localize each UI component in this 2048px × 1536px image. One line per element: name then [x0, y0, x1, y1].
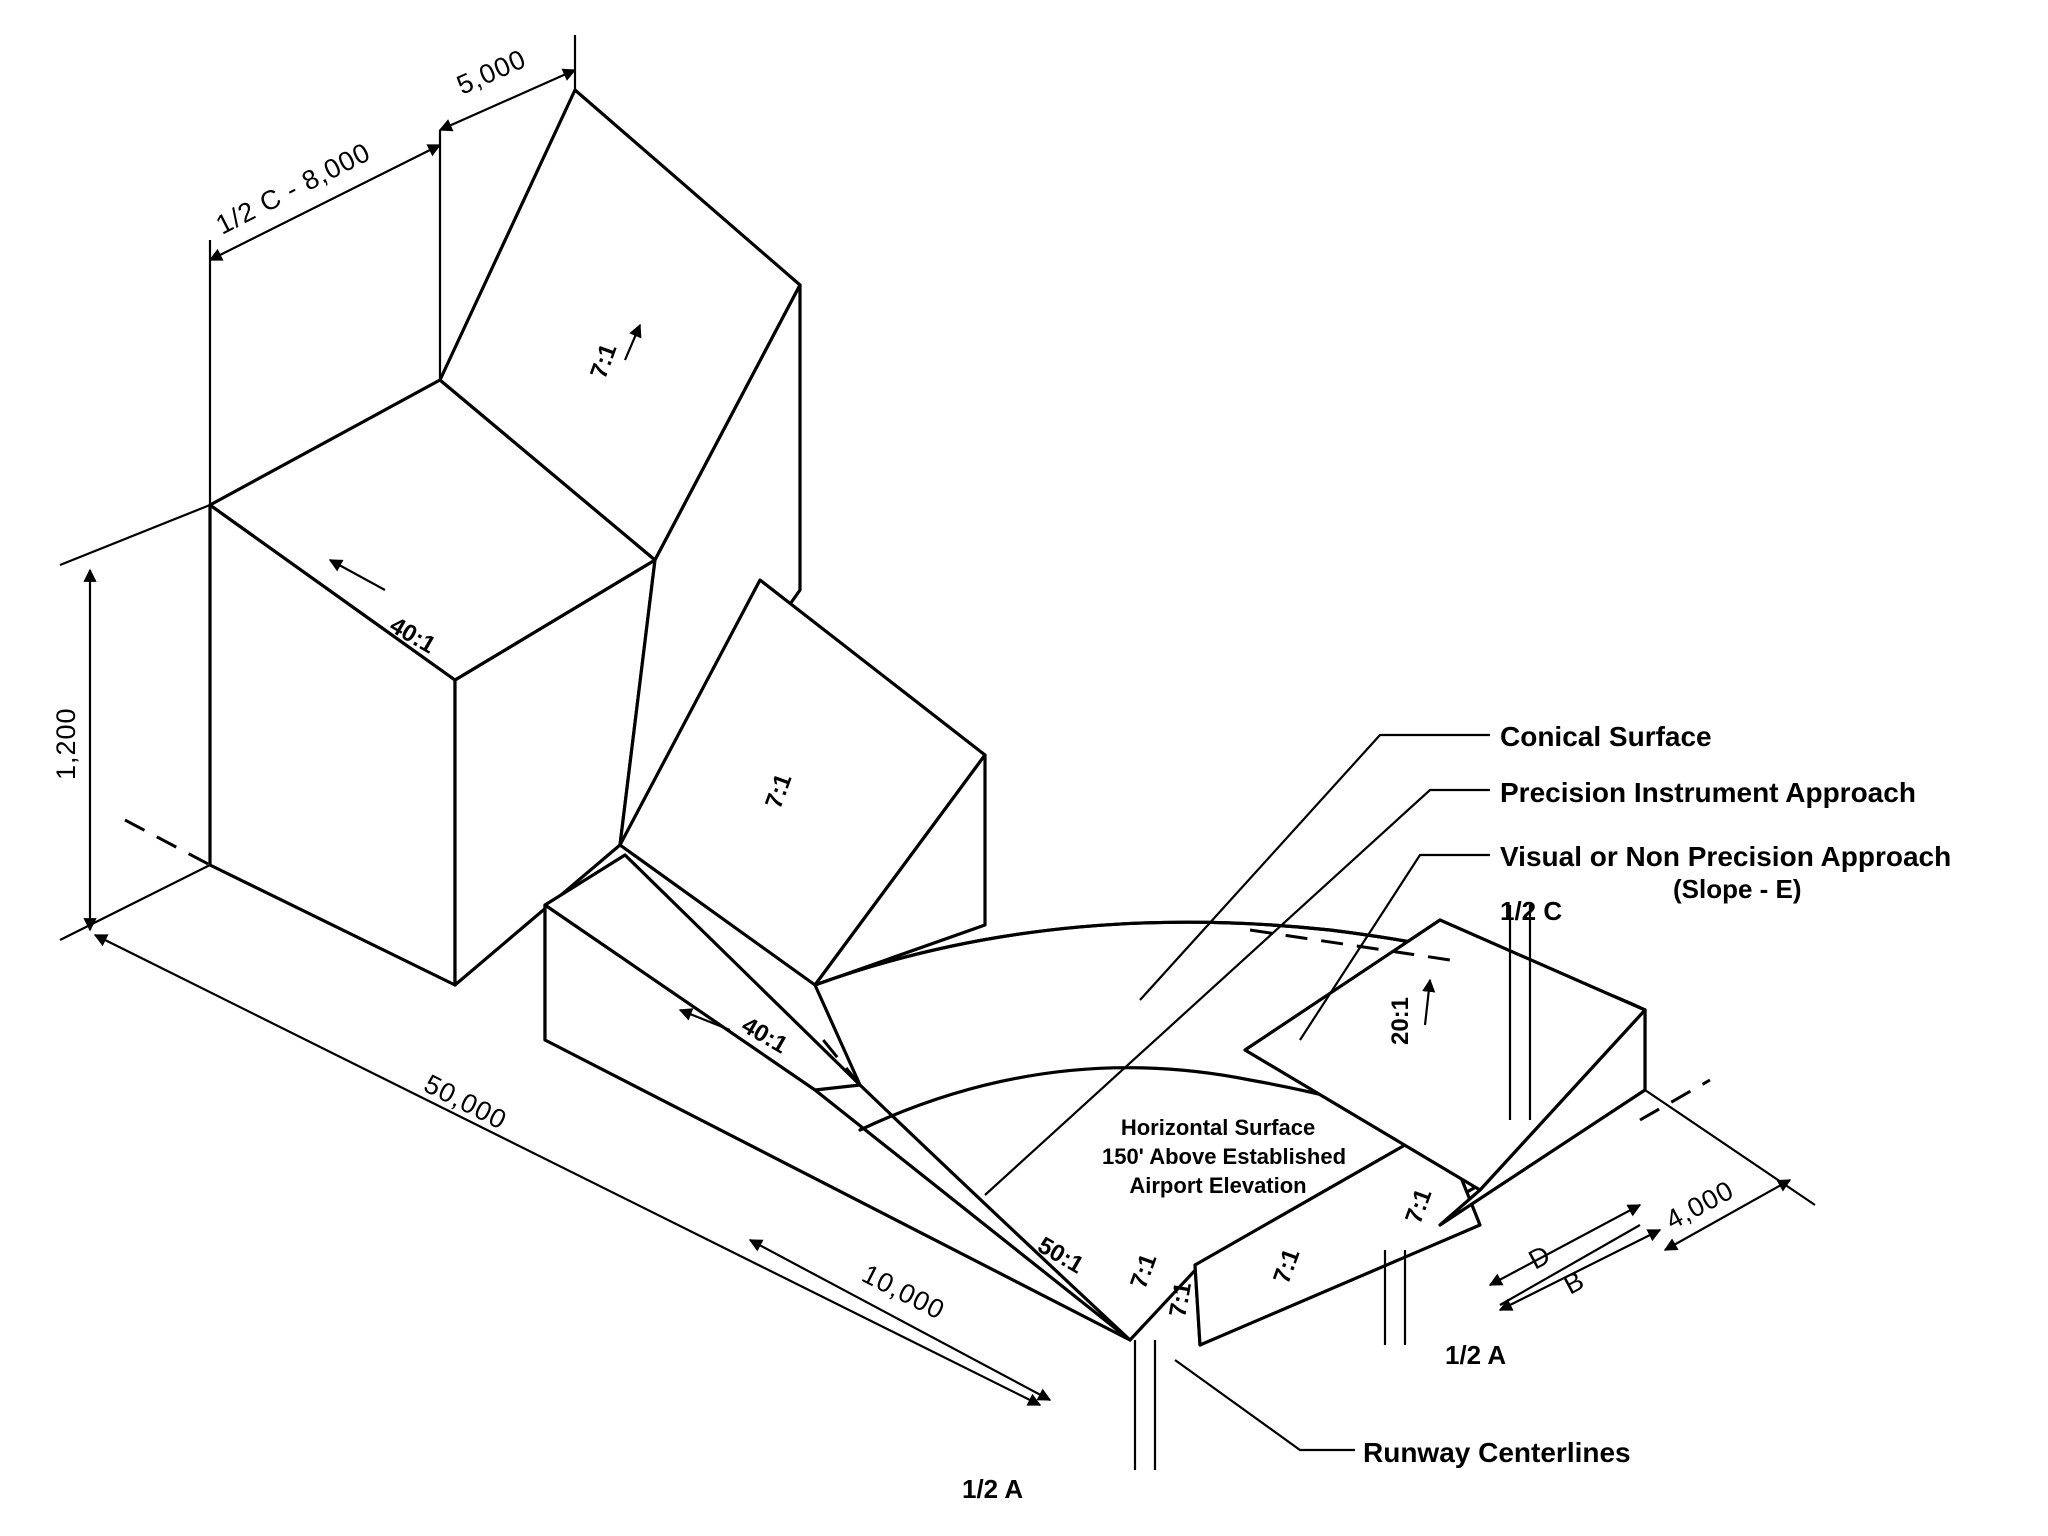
- dim-b: B: [1559, 1265, 1590, 1300]
- arrow-20to1: [1422, 978, 1436, 1026]
- outer-7to1-side-face: [618, 283, 802, 847]
- horizontal-surface-front: [1193, 1123, 1482, 1347]
- dim-4000-ext: [1644, 1089, 1816, 1206]
- dim-10000: 10,000: [857, 1259, 950, 1326]
- dim-half-a-right: 1/2 A: [1445, 1340, 1506, 1370]
- dim-d-line: [1488, 1204, 1642, 1286]
- arrow-40to1-top: [328, 559, 386, 591]
- dim-1200: 1,200: [51, 707, 81, 780]
- leader-visual: [1299, 853, 1490, 1041]
- label-horizontal-2: 150' Above Established: [1102, 1144, 1346, 1169]
- transitional-middle-block: [618, 578, 987, 987]
- dim-10000-line: [748, 1239, 1052, 1401]
- left-centerline-dash: [124, 818, 211, 867]
- label-visual-approach: Visual or Non Precision Approach: [1500, 841, 1951, 872]
- leader-runway-centerlines: [1174, 1359, 1355, 1452]
- leader-precision: [984, 788, 1490, 1196]
- label-conical-surface: Conical Surface: [1500, 721, 1712, 752]
- dim-5000: 5,000: [452, 44, 531, 101]
- dim-5000-line: [438, 68, 577, 132]
- slope-7to1-b: 7:1: [1164, 1280, 1197, 1319]
- visual-approach-face: [1243, 918, 1647, 1192]
- leader-lines: [984, 733, 1490, 1452]
- label-horizontal-3: Airport Elevation: [1129, 1173, 1306, 1198]
- dim-half-a-bottom: 1/2 A: [962, 1474, 1023, 1504]
- label-horizontal-1: Horizontal Surface: [1121, 1115, 1315, 1140]
- dim-4000: 4,000: [1661, 1175, 1739, 1236]
- label-precision-approach: Precision Instrument Approach: [1500, 777, 1916, 808]
- label-runway-centerlines: Runway Centerlines: [1363, 1437, 1631, 1468]
- dim-b-line: [1498, 1229, 1662, 1311]
- precision-approach-outer-block: [208, 88, 802, 987]
- dim-1200-ext-top: [59, 503, 211, 567]
- label-visual-slope: (Slope - E): [1673, 874, 1802, 904]
- slope-20to1: 20:1: [1387, 997, 1414, 1045]
- arrow-40to1-low: [678, 1008, 731, 1032]
- slope-arrows: [328, 323, 1436, 1032]
- dim-4000-line: [1663, 1179, 1792, 1251]
- leader-conical: [1139, 733, 1490, 1001]
- dimension-lines: [59, 35, 1816, 1470]
- dim-50000: 50,000: [419, 1069, 512, 1136]
- arrow-7to1-top: [623, 323, 642, 361]
- dim-half-c-8000-line: [208, 144, 442, 261]
- dim-1200-ext-bot: [59, 864, 211, 941]
- right-centerline-dash: [1639, 1078, 1711, 1122]
- dim-half-c: 1/2 C: [1500, 896, 1562, 926]
- dim-d: D: [1524, 1239, 1556, 1275]
